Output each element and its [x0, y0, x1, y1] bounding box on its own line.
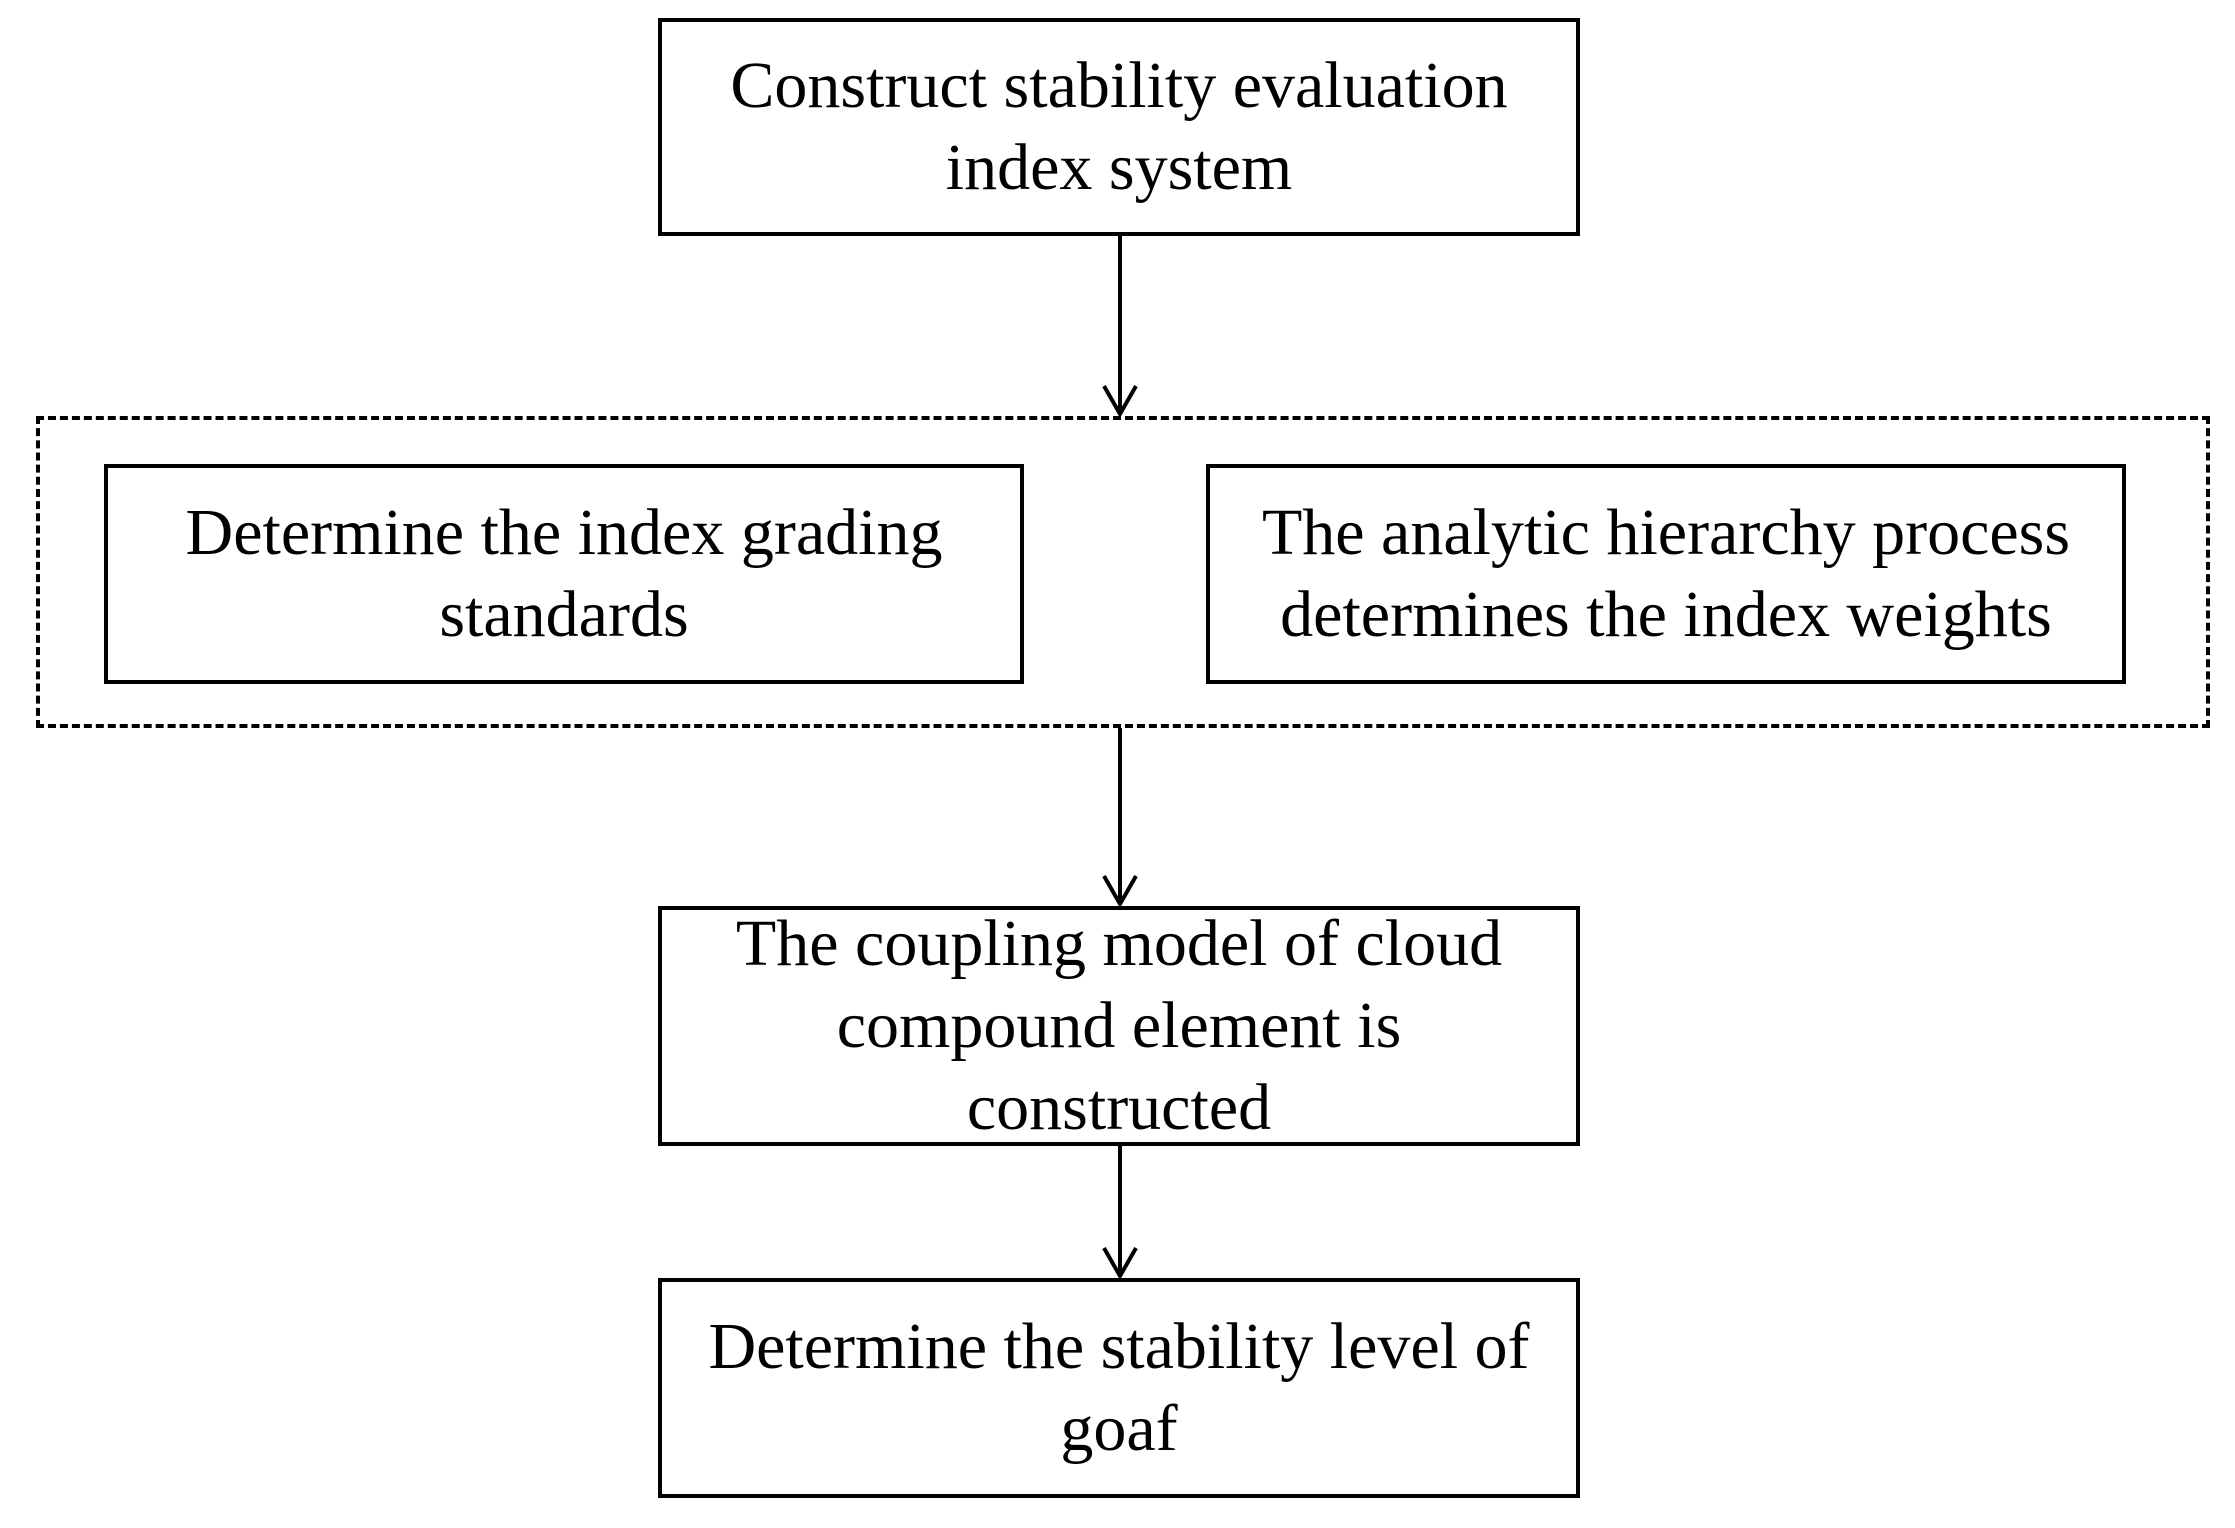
node-stability-level-goaf: Determine the stability level of goaf	[658, 1278, 1580, 1498]
node-index-grading-standards: Determine the index grading standards	[104, 464, 1024, 684]
arrowhead-construct-to-group	[1102, 385, 1138, 419]
node-ahp-index-weights: The analytic hierarchy process determine…	[1206, 464, 2126, 684]
dashed-group	[36, 416, 2210, 728]
arrowhead-group-to-coupling	[1102, 875, 1138, 909]
arrowhead-coupling-to-level	[1102, 1247, 1138, 1281]
node-construct-index-system: Construct stability evaluation index sys…	[658, 18, 1580, 236]
node-cloud-coupling-model: The coupling model of cloud compound ele…	[658, 906, 1580, 1146]
